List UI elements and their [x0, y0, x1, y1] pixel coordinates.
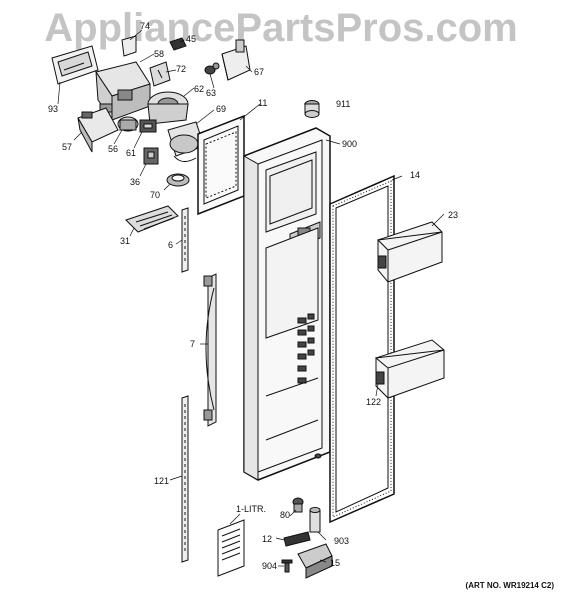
cap-903 — [310, 508, 320, 533]
hinge-bracket-67 — [222, 40, 250, 80]
callout-70: 70 — [150, 190, 160, 200]
motor-62 — [148, 92, 188, 124]
hinge-15 — [298, 544, 332, 578]
trim-strip-6 — [182, 208, 188, 272]
callout-69: 69 — [216, 104, 226, 114]
screw-904 — [282, 560, 292, 572]
callout-121: 121 — [154, 476, 169, 486]
leader-lines — [58, 30, 444, 566]
callout-12: 12 — [262, 534, 272, 544]
callout-36: 36 — [130, 177, 140, 187]
callout-11: 11 — [258, 98, 267, 108]
callout-61: 61 — [126, 148, 136, 158]
callout-45: 45 — [186, 34, 196, 44]
callout-72: 72 — [176, 64, 186, 74]
door-bin-122 — [376, 340, 444, 398]
control-board-93 — [52, 46, 98, 84]
art-number: (ART NO. WR19214 C2) — [465, 581, 554, 590]
cap-911 — [305, 101, 319, 118]
callout-31: 31 — [120, 236, 130, 246]
callout-900: 900 — [342, 139, 357, 149]
callout-57: 57 — [62, 142, 72, 152]
literature-kit — [218, 520, 244, 576]
callout-74: 74 — [140, 21, 150, 31]
callout-904: 904 — [262, 561, 277, 571]
bracket-74 — [122, 36, 136, 56]
grommet-70 — [167, 174, 189, 186]
callout-14: 14 — [410, 170, 420, 180]
callout-58: 58 — [154, 49, 164, 59]
switch-61 — [140, 120, 156, 132]
bushing-63 — [205, 63, 219, 74]
door-bin-23 — [378, 222, 442, 282]
callout-7: 7 — [190, 339, 195, 349]
trim-strip-121 — [182, 396, 188, 562]
callout-62: 62 — [194, 84, 204, 94]
callout-23: 23 — [448, 210, 458, 220]
callout-15: 15 — [330, 558, 340, 568]
callout-903: 903 — [334, 536, 349, 546]
motor-mount-57 — [78, 108, 118, 152]
solenoid-56 — [118, 117, 138, 131]
callout-67: 67 — [254, 67, 264, 77]
callout-56: 56 — [108, 144, 118, 154]
handle-7 — [204, 274, 216, 426]
dispenser-frame-11 — [198, 116, 244, 214]
door-gasket-14 — [330, 176, 394, 522]
callout-63: 63 — [206, 88, 216, 98]
callout-1-litr: 1-LITR. — [236, 504, 266, 514]
callout-6: 6 — [168, 240, 173, 250]
plug-80 — [293, 498, 303, 512]
callout-93: 93 — [48, 104, 58, 114]
callout-911: 911 — [336, 99, 350, 109]
actuator-36 — [144, 148, 158, 164]
lever-72 — [150, 62, 170, 86]
callout-80: 80 — [280, 510, 290, 520]
bracket-12 — [284, 532, 310, 546]
clip-45 — [170, 38, 186, 50]
callout-122: 122 — [366, 397, 381, 407]
freezer-door-900 — [244, 128, 330, 480]
